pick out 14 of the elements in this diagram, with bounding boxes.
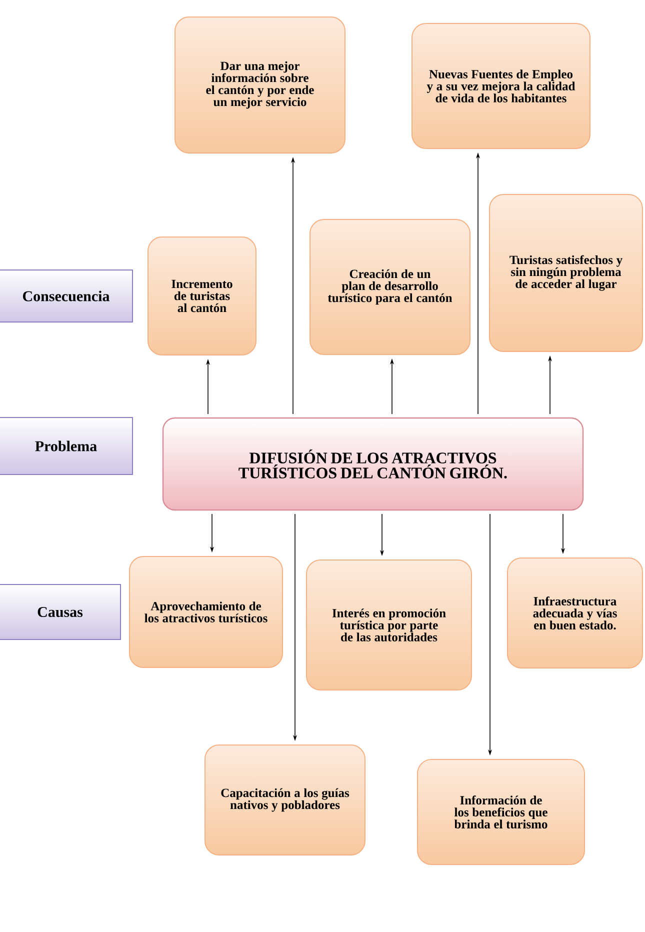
text-box: Información de los beneficios que brinda el turismo <box>417 759 585 865</box>
text-box: Capacitación a los guías nativos y pobladores <box>204 744 366 856</box>
text-box: Creación de un plan de desarrollo turístico para el cantón <box>310 219 470 355</box>
text-box: Infraestructura adecuada y vías en buen estado. <box>507 558 643 668</box>
row-label-box: Problema <box>0 417 133 475</box>
text-box: Incremento de turistas al cantón <box>148 236 256 356</box>
row-label-box: Causas <box>0 584 121 640</box>
text-box: Turistas satisfechos y sin ningún problema de acceder al lugar <box>489 194 643 352</box>
text-box: Interés en promoción turística por parte de las autoridades <box>306 560 472 690</box>
text-box: Nuevas Fuentes de Empleo y a su vez mejora la calidad de vida de los habitantes <box>412 23 590 149</box>
text-box: Aprovechamiento de los atractivos turísticos <box>129 556 283 668</box>
row-label-box: Consecuencia <box>0 270 133 322</box>
problem-box: DIFUSIÓN DE LOS ATRACTIVOS TURÍSTICOS DEL CANTÓN GIRÓN. <box>162 417 584 511</box>
text-box: Dar una mejor información sobre el cantón y por ende un mejor servicio <box>174 16 346 154</box>
